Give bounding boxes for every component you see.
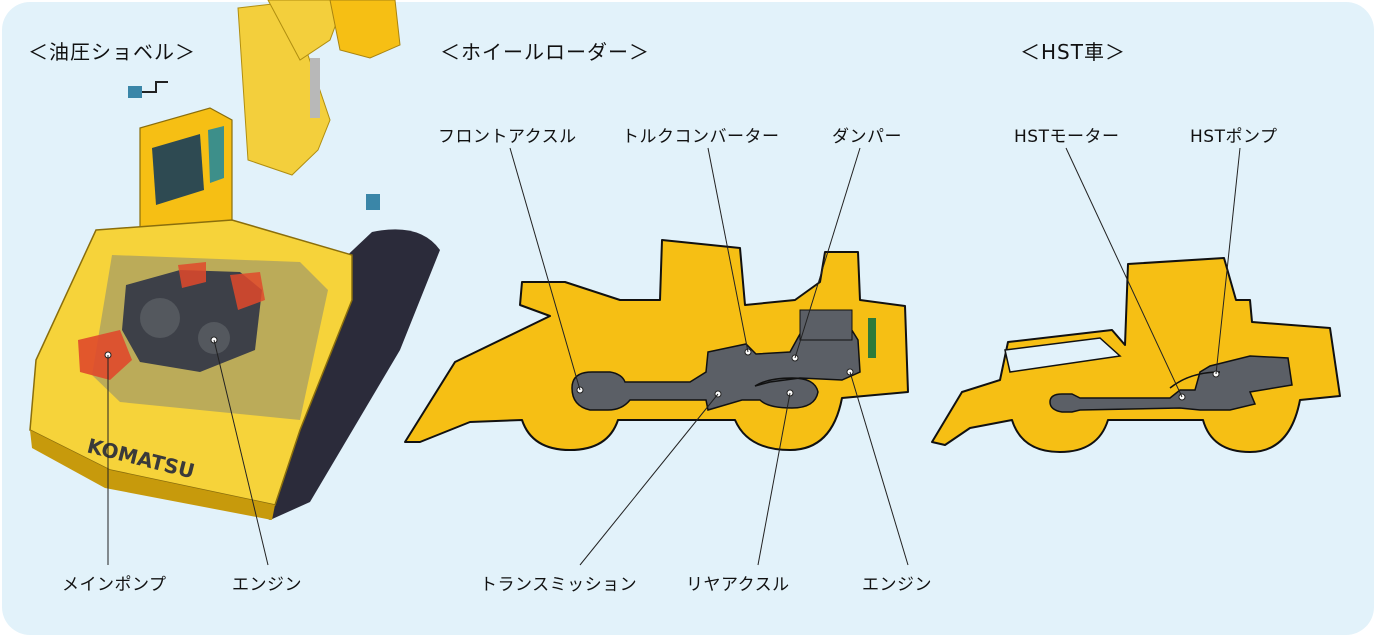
left-mirror — [128, 86, 142, 98]
torque-converter-leader — [707, 147, 749, 353]
label-front-axle: フロントアクスル — [438, 127, 577, 147]
loader-engine-top — [799, 309, 853, 341]
hst-drivetrain — [1049, 355, 1293, 413]
excavator-illustration: KOMATSU — [29, 0, 440, 566]
transmission-leader — [579, 393, 719, 566]
right-mirror — [366, 194, 380, 210]
drivetrain — [571, 323, 861, 411]
hst-pump-leader — [1215, 147, 1241, 375]
label-rear-axle: リヤアクスル — [686, 575, 790, 595]
hst-arm-opening — [1004, 337, 1122, 373]
loader-engine-leader — [849, 371, 909, 566]
wheel-loader-illustration — [404, 147, 909, 566]
mirror-arm — [142, 81, 168, 93]
excavator-title: ＜油圧ショベル＞ — [28, 40, 196, 64]
hst-vehicle-illustration — [931, 147, 1341, 453]
hydraulic-component — [230, 272, 265, 310]
rear-axle-leader — [757, 392, 791, 566]
label-hst-pump: HSTポンプ — [1190, 127, 1278, 147]
cab-side-window — [208, 126, 224, 183]
front-axle-leader — [509, 147, 581, 391]
engine-component — [140, 298, 180, 338]
engine-leader — [213, 339, 269, 566]
radiator — [868, 318, 876, 358]
hydraulic-component — [178, 262, 206, 288]
hst-motor-leader — [1065, 147, 1183, 398]
hst-title: ＜HST車＞ — [1020, 40, 1126, 64]
label-transmission: トランスミッション — [480, 575, 638, 595]
label-hst-motor: HSTモーター — [1014, 127, 1120, 147]
label-torque-converter: トルクコンバーター — [622, 127, 780, 147]
label-loader-engine: エンジン — [862, 575, 932, 595]
label-damper: ダンパー — [832, 127, 902, 147]
cylinder-rod — [310, 58, 320, 118]
cab-window — [152, 134, 204, 205]
damper-leader — [794, 147, 861, 359]
label-excavator-engine: エンジン — [232, 575, 302, 595]
label-main-pump: メインポンプ — [62, 575, 167, 595]
excavator-bucket — [329, 0, 401, 59]
excavator-arm — [267, 0, 346, 61]
wheel-loader-title: ＜ホイールローダー＞ — [440, 40, 650, 64]
counterweight — [30, 430, 275, 520]
